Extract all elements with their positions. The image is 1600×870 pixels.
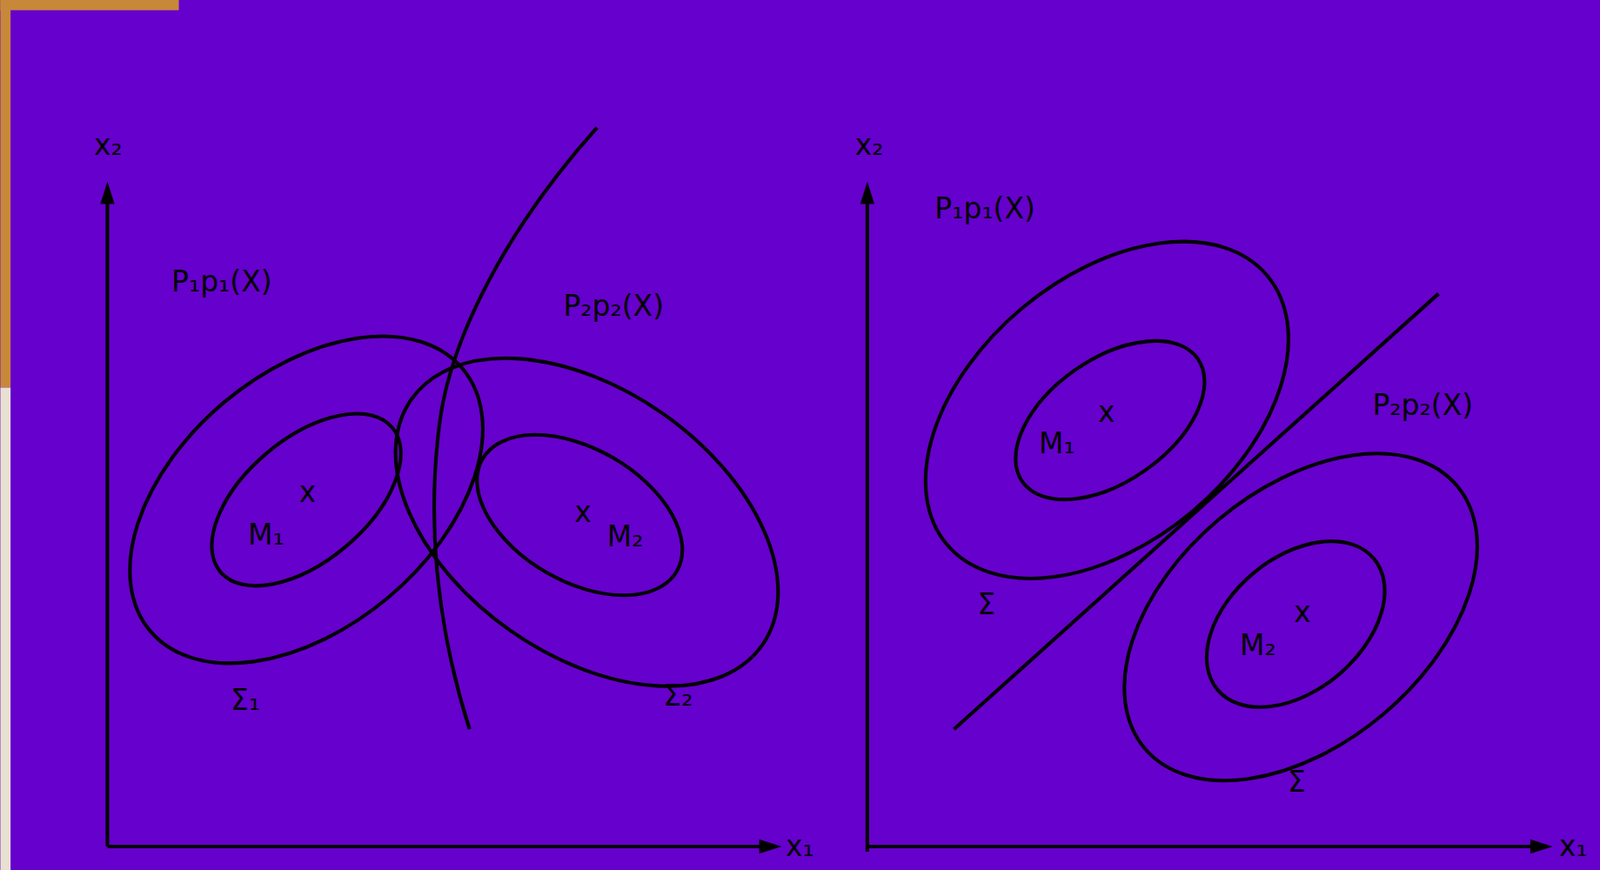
decision-boundary — [434, 127, 597, 730]
contour — [987, 308, 1233, 532]
density-label: P₁p₁(X) — [934, 194, 1036, 223]
axis-label: x₂ — [93, 130, 123, 160]
covariance-label: Σ₁ — [230, 685, 261, 715]
contour — [180, 381, 432, 620]
decision-boundary — [954, 294, 1440, 730]
axis — [105, 194, 109, 847]
arrowhead — [860, 181, 875, 205]
contour — [1174, 508, 1417, 741]
mean-marker: x — [1097, 397, 1116, 427]
density-label: P₂p₂(X) — [1372, 390, 1473, 420]
side-strip — [0, 387, 11, 870]
contour — [1062, 388, 1540, 846]
arrowhead — [1530, 839, 1554, 854]
axis-label: x₂ — [855, 130, 884, 160]
density-label: P₁p₁(X) — [171, 267, 273, 296]
mean-marker: x — [299, 477, 317, 507]
axis-label: x₁ — [1559, 831, 1588, 861]
axis — [107, 844, 765, 849]
covariance-label: Σ₂ — [662, 681, 693, 710]
corner-texture — [0, 0, 179, 11]
mean-marker: x — [574, 497, 592, 527]
mean-label: M₁ — [247, 520, 285, 549]
contour — [67, 270, 545, 729]
contour — [448, 401, 710, 630]
mean-label: M₂ — [1239, 630, 1277, 660]
covariance-label: Σ — [977, 589, 997, 619]
contour — [861, 174, 1353, 646]
mean-label: M₁ — [1038, 428, 1076, 458]
mean-marker: x — [1293, 597, 1312, 627]
arrowhead — [759, 839, 783, 854]
axis — [865, 194, 870, 852]
axis-label: x₁ — [785, 831, 815, 861]
contour — [334, 290, 838, 754]
arrowhead — [100, 181, 114, 205]
corner-texture — [0, 0, 11, 388]
covariance-label: Σ — [1287, 767, 1306, 797]
axis — [867, 844, 1536, 849]
density-label: P₂p₂(X) — [562, 291, 664, 321]
mean-label: M₂ — [607, 522, 644, 551]
